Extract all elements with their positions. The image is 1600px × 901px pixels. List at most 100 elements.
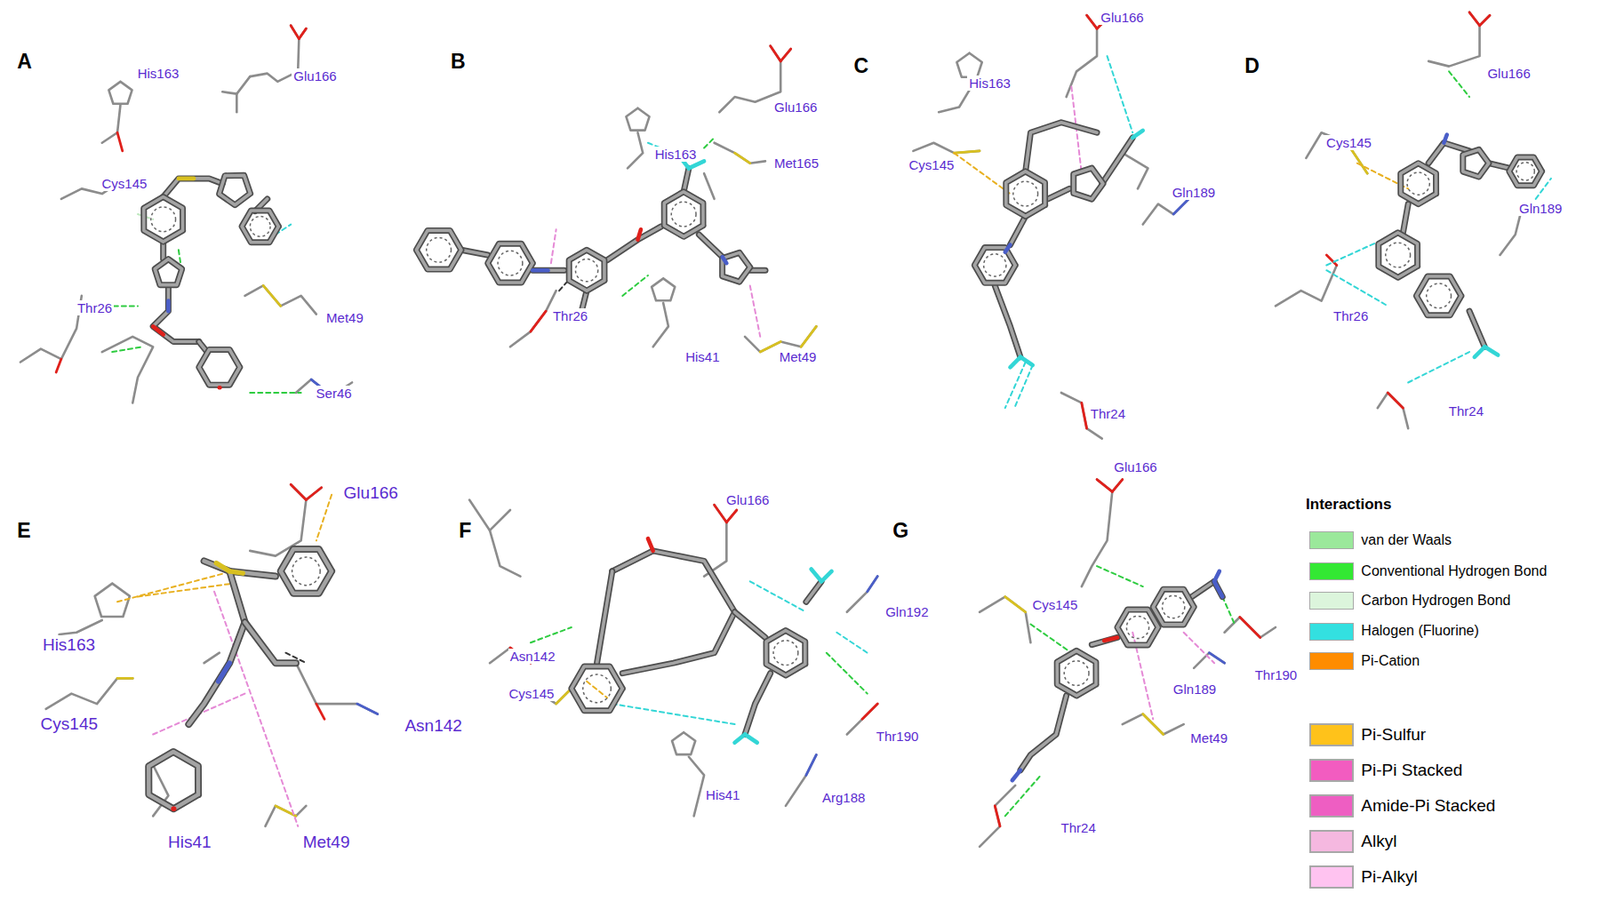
interaction-dash xyxy=(137,584,233,598)
residue-sticks xyxy=(1275,12,1536,429)
ligand-sticks xyxy=(571,538,832,744)
ligand-bond xyxy=(806,581,822,602)
aromatic-circle xyxy=(292,557,321,586)
residue-label-box: Cys145 xyxy=(1030,597,1080,614)
ligand-bond-outline xyxy=(152,288,200,343)
ligand-ring-outline xyxy=(974,248,1016,284)
residue-label-box: Glu166 xyxy=(772,99,819,116)
residue-stick xyxy=(627,132,643,168)
ligand-ring-outline xyxy=(1463,149,1489,177)
aromatic-circle xyxy=(575,259,598,282)
atom-bond xyxy=(1112,480,1122,493)
ligand-bond xyxy=(152,288,200,343)
interaction-dash xyxy=(1030,624,1072,654)
ligand-bond-outline xyxy=(532,267,565,274)
ligand-ring xyxy=(1117,609,1159,646)
residue-label: Asn142 xyxy=(508,648,558,664)
atom-bond xyxy=(357,704,378,714)
ligand-bond xyxy=(1402,204,1408,233)
ligand-sticks xyxy=(1378,135,1543,358)
molecule-panel xyxy=(416,46,816,352)
ligand-bond-outline xyxy=(994,285,1021,357)
ligand-ring xyxy=(154,259,183,286)
residue-stick xyxy=(1469,12,1490,26)
ligand-ring-outline xyxy=(568,249,605,291)
atom-bond xyxy=(530,311,546,332)
panel-letter-box: G xyxy=(890,519,911,543)
residue-label-box: Cys145 xyxy=(907,157,957,174)
interaction-dash xyxy=(750,581,807,612)
legend-text: van der Waals xyxy=(1360,532,1452,549)
residue-label: Thr24 xyxy=(1059,820,1098,836)
interaction-dash xyxy=(117,573,225,602)
legend-text: Pi-Cation xyxy=(1360,653,1420,670)
aromatic-circle xyxy=(1162,595,1185,618)
residue-label: Met165 xyxy=(772,155,821,171)
residue-label-box: His163 xyxy=(653,146,699,163)
residue-label: Thr190 xyxy=(1253,667,1300,683)
ligand-bond xyxy=(1469,311,1485,347)
interaction-dash xyxy=(1408,352,1470,383)
ligand-ring xyxy=(1509,157,1543,186)
panel-letter: B xyxy=(448,49,468,73)
atom-bond xyxy=(862,704,878,720)
ligand-bond xyxy=(188,571,245,725)
molecule-panel xyxy=(979,480,1276,848)
residue-label-box: Met49 xyxy=(1188,730,1230,747)
residue-label-box: Met49 xyxy=(301,832,352,853)
residue-label-box: Glu166 xyxy=(291,68,338,85)
ligand-bond xyxy=(683,168,689,192)
aromatic-circle xyxy=(984,254,1007,277)
atom-bond xyxy=(1087,15,1097,29)
legend-text: Conventional Hydrogen Bond xyxy=(1360,563,1547,580)
residue-label-box: Cys145 xyxy=(1324,135,1374,152)
residue-label: Cys145 xyxy=(39,714,100,734)
ligand-ring-outline xyxy=(241,210,279,243)
ligand-bond-outline xyxy=(1469,311,1485,347)
aromatic-circle xyxy=(426,237,452,263)
ligand-ring-outline xyxy=(154,259,183,286)
ligand-ring xyxy=(241,210,279,243)
interaction-dash xyxy=(1184,632,1215,664)
interaction-dash xyxy=(1107,56,1134,133)
residue-ring xyxy=(108,81,132,104)
residue-label: Cys145 xyxy=(1030,597,1080,613)
residue-label-box: His41 xyxy=(683,349,721,366)
residue-label: Thr26 xyxy=(75,300,114,316)
residue-label-box: Gln189 xyxy=(1517,200,1564,217)
residue-stick xyxy=(1143,199,1190,225)
atom-bond xyxy=(298,28,306,39)
residue-label-box: Thr190 xyxy=(874,728,921,745)
residue-stick xyxy=(719,61,781,112)
residue-label-box: His41 xyxy=(704,787,742,804)
ligand-bond-outline xyxy=(1091,637,1118,645)
panel-letter-box: E xyxy=(15,519,32,543)
ligand-atom xyxy=(178,176,194,182)
ligand-bond-outline xyxy=(597,571,613,664)
ligand-bond-outline xyxy=(1009,216,1025,245)
ligand-bond-outline xyxy=(1025,122,1097,172)
ligand-ring xyxy=(219,175,251,205)
residue-stick xyxy=(235,94,239,113)
residue-label: His163 xyxy=(653,146,699,162)
ligand-bond xyxy=(1091,637,1118,645)
ligand-atom xyxy=(1214,571,1220,582)
residue-stick xyxy=(510,290,557,347)
ligand-ring xyxy=(1152,589,1194,625)
molecule-panel xyxy=(469,500,878,817)
molecule-panel xyxy=(912,15,1189,439)
ligand-bond-outline xyxy=(607,226,662,261)
ligand-atom xyxy=(1020,357,1033,366)
residue-label-box: Thr24 xyxy=(1059,820,1098,837)
interaction-dash xyxy=(551,229,557,264)
interaction-dash xyxy=(1448,71,1470,97)
molecule-panel xyxy=(46,484,378,827)
atom-bond xyxy=(1387,392,1403,408)
ligand-ring-outline xyxy=(1416,276,1462,316)
ligand-bond xyxy=(1102,137,1133,184)
residue-label: Glu166 xyxy=(724,492,771,508)
residue-stick xyxy=(264,806,306,827)
ligand-ring-outline xyxy=(219,175,251,205)
residue-stick xyxy=(1193,653,1224,669)
